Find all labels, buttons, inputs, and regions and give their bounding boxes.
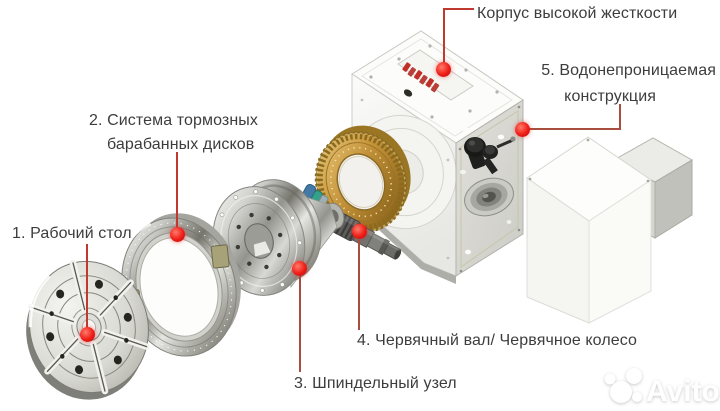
avito-logo-circle-right <box>632 392 642 402</box>
callout-dot-brake <box>170 227 185 242</box>
label-brake-line2: барабанных дисков <box>107 136 255 153</box>
brake-disc-ring <box>116 213 241 357</box>
callout-line-table <box>86 244 88 328</box>
callout-line-brake <box>176 152 178 230</box>
callout-dot-spindle <box>292 261 307 276</box>
watermark-text: Avito <box>646 375 720 408</box>
brand-logo <box>402 62 440 93</box>
avito-watermark: Avito <box>604 368 720 408</box>
callout-line-worm <box>358 240 360 330</box>
output-flange <box>464 177 514 217</box>
callout-line-spindle <box>299 275 301 372</box>
hydraulic-connector <box>464 136 516 175</box>
callout-dot-table <box>80 327 95 342</box>
label-work-table: 1. Рабочий стол <box>12 225 132 242</box>
callout-line-waterproof-h <box>528 128 621 130</box>
callout-line-waterproof-v <box>619 104 621 130</box>
side-panel <box>455 99 524 277</box>
callout-dot-housing <box>436 62 451 77</box>
label-brake-line1: 2. Система тормозных <box>89 112 259 129</box>
label-worm: 4. Червячный вал/ Червячное колесо <box>357 332 638 349</box>
callout-dot-waterproof <box>515 122 530 137</box>
waterproof-cover-box <box>526 136 652 324</box>
worm-wheel-gear <box>314 125 411 233</box>
avito-logo-circle-big <box>610 381 632 403</box>
callout-dot-worm <box>352 224 367 239</box>
callout-line-housing-h <box>444 8 474 10</box>
label-waterproof-line2: конструкция <box>564 88 656 105</box>
label-waterproof-line1: 5. Водонепроницаемая <box>541 62 716 79</box>
avito-logo-circle-left <box>604 373 616 385</box>
label-housing: Корпус высокой жесткости <box>477 5 678 22</box>
avito-logo-circle-top <box>626 368 642 384</box>
label-spindle: 3. Шпиндельный узел <box>294 375 457 392</box>
callout-line-housing-v <box>443 8 445 63</box>
